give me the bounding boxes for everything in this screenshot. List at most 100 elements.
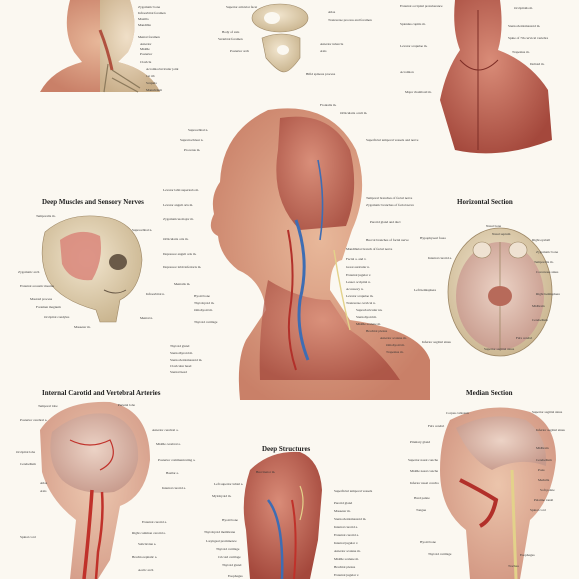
label-tc: Posterior arch: [230, 49, 249, 53]
label-deep-structures: Buccinator m.: [256, 470, 276, 474]
label-horizontal: Nasal bone: [486, 224, 502, 228]
label-deep-structures: External carotid a.: [334, 533, 359, 537]
label-median: Soft palate: [540, 488, 555, 492]
label-deep-structures: Parotid gland: [334, 501, 353, 505]
label-main-right: External jugular v.: [346, 273, 372, 277]
label-median: Thyroid cartilage: [428, 552, 452, 556]
label-deep-structures: Internal jugular v.: [334, 541, 359, 545]
label-arteries: Parietal lobe: [118, 403, 136, 407]
label-main-left: Depressor labii inferioris m.: [163, 265, 202, 269]
label-horizontal: Internal carotid a.: [428, 256, 453, 260]
figure-horizontal-section: [447, 227, 553, 357]
label-tr: Sternocleidomastoid m.: [508, 24, 541, 28]
label-tr: Acromion: [400, 70, 414, 74]
label-median: Palatine tonsil: [534, 498, 554, 502]
label-deep-structures: Sternocleidomastoid m.: [334, 517, 367, 521]
label-median: Trachea: [508, 564, 519, 568]
label-deep-structures: Internal carotid a.: [334, 525, 359, 529]
label-main-left: Omohyoid m.: [194, 308, 213, 312]
label-main-right: Sternohyoid m.: [356, 315, 377, 319]
label-arteries: Spinal cord: [20, 535, 36, 539]
label-horizontal: Inferior sagittal sinus: [422, 340, 451, 344]
label-deep-muscles: Mastoid process: [30, 297, 53, 301]
label-horizontal: Right hemisphere: [536, 292, 561, 296]
label-arteries: External carotid a.: [142, 520, 167, 524]
label-tl: Acromioclavicular joint: [146, 67, 179, 71]
label-main-right: Trapezius m.: [386, 350, 404, 354]
label-median: Esophagus: [520, 553, 535, 557]
label-tc: Axis: [320, 49, 327, 53]
label-main-right: Omohyoid m.: [386, 343, 405, 347]
label-tl: Scapula: [146, 81, 157, 85]
label-tc: Body of axis: [222, 30, 240, 34]
label-deep-structures: Anterior scalene m.: [334, 549, 361, 553]
label-main-left: Sternocleidomastoid m.: [170, 358, 203, 362]
label-deep-muscles: Foramen magnum: [36, 305, 61, 309]
label-median: Corpus callosum: [446, 411, 469, 415]
label-median: Pons: [538, 468, 545, 472]
label-tl: Clavicle: [140, 60, 152, 64]
label-tl: Anterior: [140, 42, 152, 46]
label-tc: Atlas: [328, 10, 336, 14]
label-deep-structures: Hyoid bone: [222, 518, 238, 522]
label-median: Medulla: [538, 478, 550, 482]
label-arteries: Axis: [40, 489, 47, 493]
label-tr: Deltoid m.: [530, 62, 545, 66]
title-deep-muscles: Deep Muscles and Sensory Nerves: [42, 198, 144, 206]
label-main-left: Hyoid bone: [194, 294, 210, 298]
label-tr: Occipitalis m.: [514, 6, 534, 10]
label-main-right: Frontalis m.: [320, 103, 337, 107]
label-horizontal: Superior sagittal sinus: [484, 347, 515, 351]
label-main-left: Orbicularis oris m.: [163, 237, 189, 241]
label-tl: Mental foramen: [138, 35, 160, 39]
label-main-left: Mentalis m.: [174, 282, 191, 286]
label-tl: Manubrium: [146, 88, 163, 92]
label-median: Superior nasal concha: [408, 458, 438, 462]
label-horizontal: Falx cerebri: [516, 336, 533, 340]
label-deep-muscles: Occipital condyles: [44, 315, 70, 319]
label-arteries: Occipital lobe: [16, 450, 36, 454]
figure-median-section: [440, 407, 556, 579]
label-deep-muscles: Zygomatic arch: [18, 270, 40, 274]
label-deep-structures: Superficial temporal vessels: [334, 489, 373, 493]
label-main-right: Superficial temporal vessels and nerve: [366, 138, 419, 142]
label-main-right: Facial a. and v.: [346, 257, 367, 261]
label-median: Pituitary gland: [410, 440, 431, 444]
label-horizontal: Cavernous sinus: [536, 270, 559, 274]
label-horizontal: Nasal septum: [492, 232, 511, 236]
label-tl: Mandible: [138, 23, 151, 27]
label-tr: Splenius capitis m.: [400, 22, 426, 26]
figure-main-head: [210, 108, 430, 400]
label-deep-structures: Thyroid gland: [222, 563, 242, 567]
label-main-right: Buccal branches of facial nerve: [366, 238, 409, 242]
figure-skull: [41, 215, 143, 323]
title-horizontal-section: Horizontal Section: [457, 198, 513, 206]
label-tc: Transverse process and foramen: [328, 18, 372, 22]
label-main-right: Transverse cervical n.: [346, 301, 376, 305]
label-arteries: Internal carotid a.: [162, 486, 187, 490]
label-deep-structures: Laryngeal prominence: [206, 539, 237, 543]
label-median: Hyoid bone: [420, 540, 436, 544]
label-deep-muscles: Mental n.: [140, 316, 153, 320]
label-main-left: Thyroid cartilage: [194, 320, 218, 324]
label-horizontal: Right eyeball: [532, 238, 551, 242]
label-main-right: Supraclavicular nn.: [356, 308, 383, 312]
label-deep-structures: Masseter m.: [334, 509, 351, 513]
label-deep-muscles: Temporalis m.: [36, 214, 56, 218]
label-horizontal: Midbrain: [532, 304, 545, 308]
figure-vertebrae: [251, 3, 309, 73]
title-deep-structures: Deep Structures: [262, 445, 311, 453]
label-main-left: Thyroid gland: [170, 344, 190, 348]
label-deep-structures: Thyroid cartilage: [216, 547, 240, 551]
label-deep-structures: Thyrohyoid membrane: [204, 530, 236, 534]
label-tl: Middle: [140, 47, 150, 51]
label-deep-structures: External jugular v.: [334, 573, 360, 577]
label-median: Inferior sagittal sinus: [536, 428, 565, 432]
label-main-right: Brachial plexus: [366, 329, 388, 333]
figure-back-muscles: [440, 0, 552, 154]
label-main-right: Great auricular n.: [346, 265, 370, 269]
label-main-right: Lesser occipital n.: [346, 280, 371, 284]
label-arteries: Temporal lobe: [38, 404, 58, 408]
